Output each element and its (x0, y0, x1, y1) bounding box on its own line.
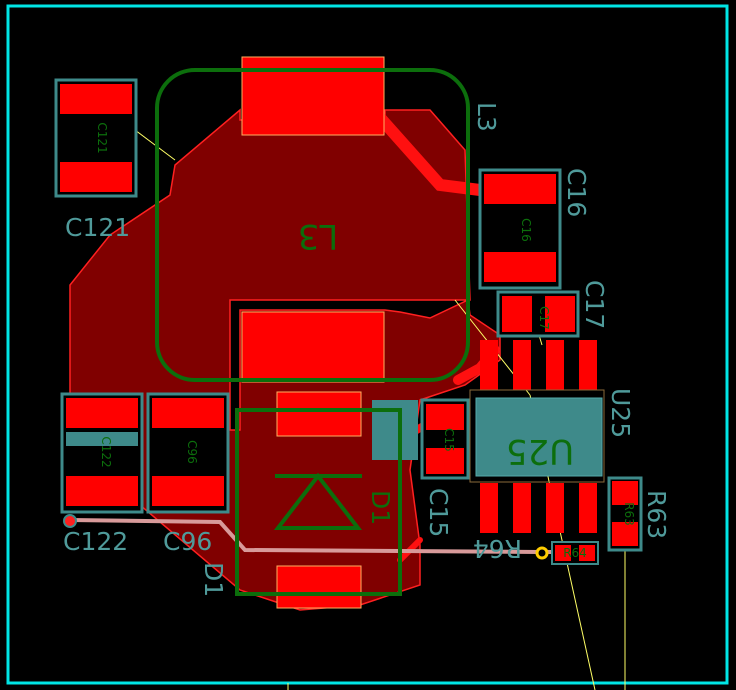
c16-pad-1[interactable] (484, 174, 556, 204)
u25-pin-5[interactable] (579, 340, 597, 390)
c121-pad-text: C121 (95, 122, 109, 153)
c15-pad-2[interactable] (426, 448, 464, 474)
c122-designator: C122 (63, 527, 128, 556)
u25-pin-4[interactable] (579, 483, 597, 533)
d1-pad-1[interactable] (276, 391, 362, 437)
r63-pad-2[interactable] (612, 522, 638, 546)
r64-pad-text: R64 (563, 546, 587, 560)
c122-pad-1[interactable] (66, 398, 138, 428)
u25-pin-6[interactable] (546, 340, 564, 390)
c122-mask (66, 432, 138, 446)
c16-designator: C16 (562, 168, 591, 217)
d1-pad-text: D1 (366, 490, 395, 525)
board-outline (6, 4, 729, 685)
u25-pin-3[interactable] (546, 483, 564, 533)
r64-designator: R64 (473, 534, 522, 563)
diode-d1[interactable]: D1 D1 (199, 391, 418, 609)
c17-pad-1[interactable] (502, 296, 532, 332)
r63-pad-text: R63 (622, 502, 636, 526)
capacitor-c17[interactable]: C17 C17 (496, 280, 609, 338)
c121-pad-1[interactable] (60, 84, 132, 114)
r63-pad-1[interactable] (612, 481, 638, 505)
d1-designator: D1 (199, 562, 228, 597)
c15-designator: C15 (424, 488, 453, 537)
c96-pad-1[interactable] (152, 398, 224, 428)
u25-pin-1[interactable] (480, 483, 498, 533)
c15-pad-1[interactable] (426, 404, 464, 430)
r63-designator: R63 (642, 490, 671, 539)
via[interactable] (535, 546, 549, 560)
c96-pad-2[interactable] (152, 476, 224, 506)
r64-pad-1[interactable] (555, 545, 571, 561)
c96-pad-text: C96 (185, 440, 199, 464)
u25-thermal-pad[interactable] (475, 397, 603, 477)
c17-pad-text: C17 (537, 306, 551, 330)
capacitor-c122[interactable]: C122 C122 (60, 392, 144, 556)
c17-pad-2[interactable] (545, 296, 575, 332)
c16-pad-2[interactable] (484, 252, 556, 282)
c122-pad-2[interactable] (66, 476, 138, 506)
u25-pad-text: U25 (506, 431, 574, 471)
l3-pad-2[interactable] (241, 311, 385, 383)
l3-pad-text: L3 (298, 216, 339, 256)
u25-pin-7[interactable] (513, 340, 531, 390)
resistor-r63[interactable]: R63 R63 (607, 476, 671, 552)
l3-designator: L3 (472, 102, 501, 132)
c17-designator: C17 (580, 280, 609, 329)
c122-pad-text: C122 (99, 436, 113, 467)
c121-designator: C121 (65, 213, 130, 242)
resistor-r64[interactable]: R64 R64 (473, 534, 599, 565)
capacitor-c15[interactable]: C15 C15 (420, 398, 470, 537)
c16-pad-text: C16 (519, 218, 533, 242)
r64-pad-2[interactable] (579, 545, 595, 561)
diode-symbol-icon (273, 472, 363, 530)
l3-courtyard (155, 68, 470, 382)
c96-designator: C96 (163, 527, 212, 556)
u25-pin-8[interactable] (480, 340, 498, 390)
capacitor-c96[interactable]: C96 C96 (146, 392, 230, 556)
d1-pad-2[interactable] (276, 565, 362, 609)
inductor-l3[interactable]: L3 L3 (155, 56, 501, 383)
via[interactable] (63, 514, 77, 528)
c15-pad-text: C15 (442, 428, 456, 452)
d1-courtyard (235, 408, 402, 596)
u25-outline (469, 389, 605, 483)
capacitor-c16[interactable]: C16 C16 (478, 168, 591, 290)
ic-u25[interactable]: U25 U25 (469, 340, 635, 533)
capacitor-c121[interactable]: C121 C121 (54, 78, 138, 242)
c121-pad-2[interactable] (60, 162, 132, 192)
u25-pin-2[interactable] (513, 483, 531, 533)
u25-designator: U25 (606, 388, 635, 438)
